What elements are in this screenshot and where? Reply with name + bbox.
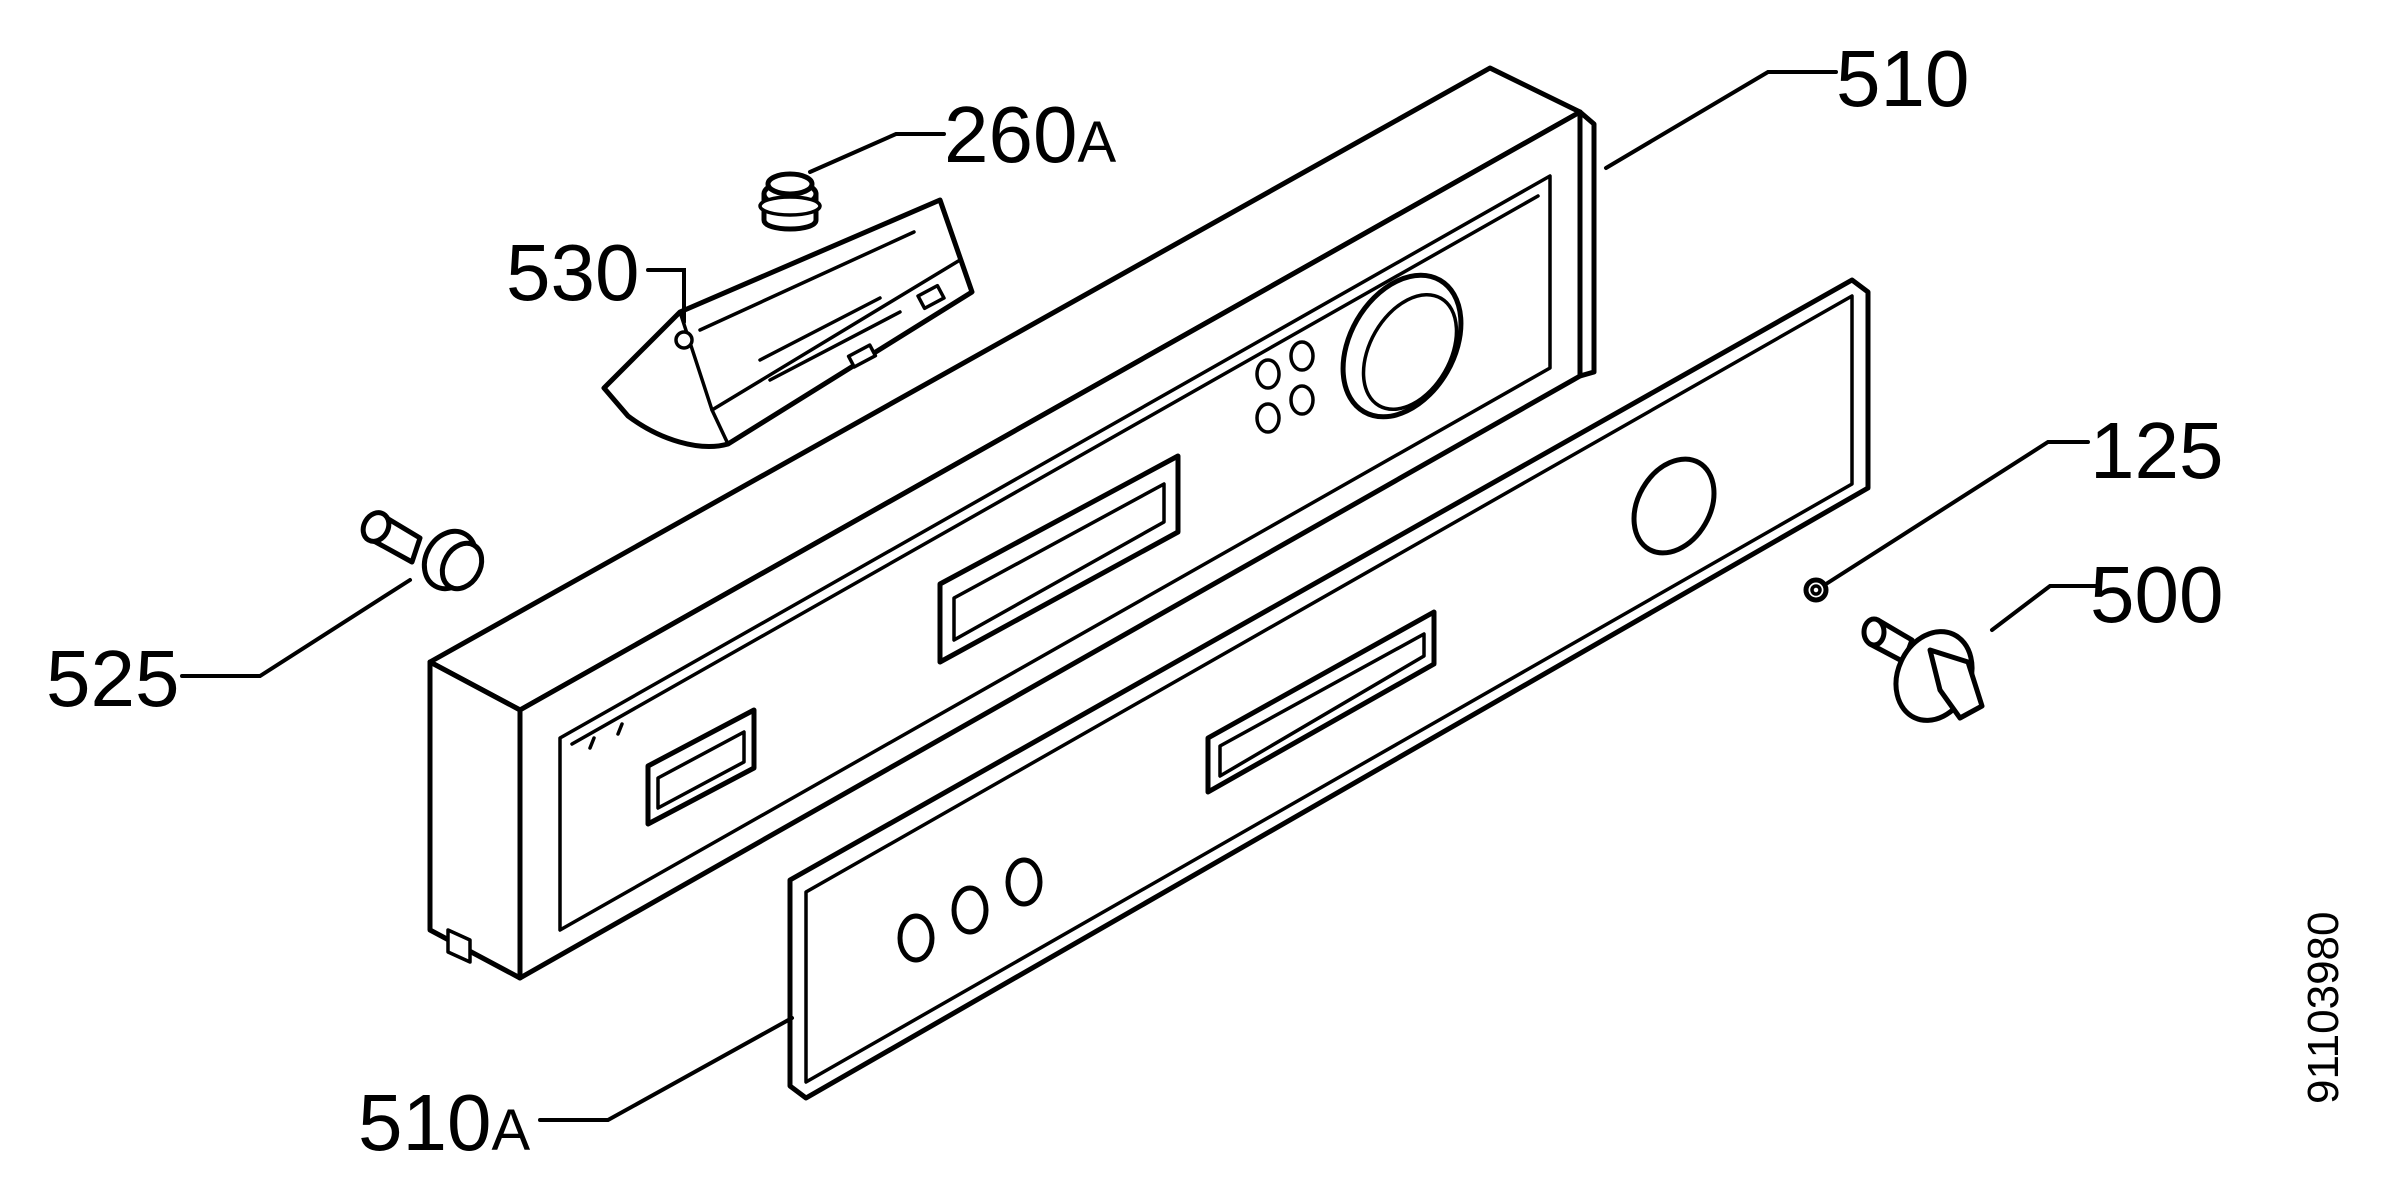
label-530: 530 [506, 228, 639, 317]
label-125: 125 [2090, 406, 2223, 495]
control-panel-housing [427, 65, 1597, 981]
leader-525 [180, 578, 412, 678]
nut-125 [1803, 577, 1829, 603]
housing-display-window [937, 453, 1181, 665]
leader-530 [646, 268, 686, 324]
bushing-260a [758, 171, 822, 232]
leader-260a [808, 132, 946, 174]
leader-510 [1604, 70, 1838, 170]
front-fascia-panel [787, 277, 1871, 1101]
label-510a: 510A [358, 1078, 530, 1167]
leader-125 [1824, 440, 2090, 586]
housing-button-holes [1255, 340, 1315, 434]
label-525: 525 [46, 634, 179, 723]
leader-510a [538, 1016, 794, 1122]
leader-500 [1990, 584, 2098, 632]
leader-lines [180, 70, 2098, 1122]
knob-500 [1861, 616, 1985, 723]
screw-525 [360, 510, 485, 592]
drawing-code: 91103980 [2299, 912, 2348, 1105]
housing-small-window [645, 707, 757, 827]
housing-dial-opening [1340, 272, 1464, 420]
label-260a: 260A [944, 90, 1116, 179]
label-500: 500 [2090, 550, 2223, 639]
detergent-dispenser [601, 197, 975, 449]
label-510: 510 [1836, 34, 1969, 123]
